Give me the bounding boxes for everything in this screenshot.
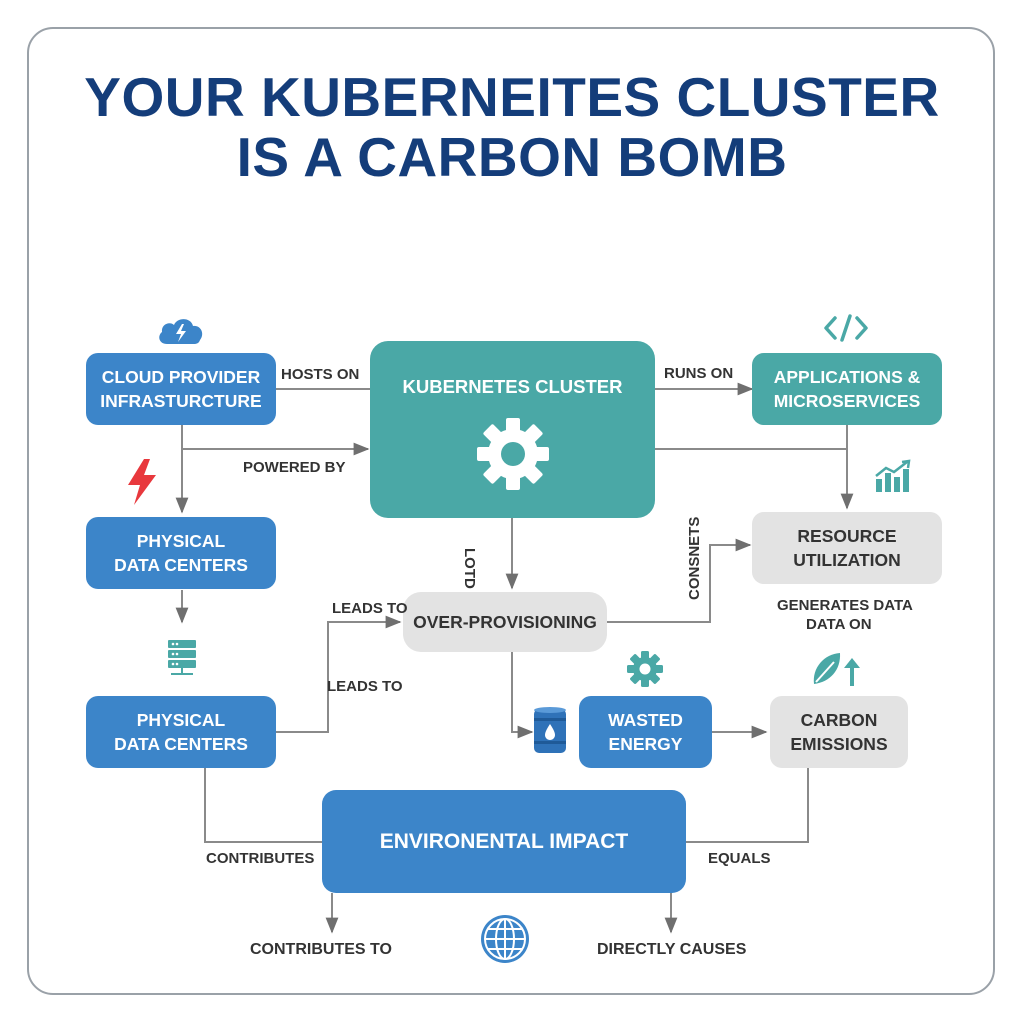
node-cloud-line1: CLOUD PROVIDER — [101, 367, 261, 387]
label-equals: EQUALS — [708, 850, 771, 867]
label-powered-by: POWERED BY — [243, 459, 346, 476]
node-physical-data-centers-2: PHYSICAL DATA CENTERS — [86, 696, 276, 768]
edge-phys2-overprov — [275, 615, 402, 733]
label-lotd: LOTD — [461, 548, 478, 589]
node-applications: APPLICATIONS & MICROSERVICES — [752, 353, 942, 425]
node-carbon-line1: CARBON — [800, 710, 878, 730]
node-phys1-line2: DATA CENTERS — [114, 555, 248, 575]
edge-phys2-impact — [204, 768, 322, 843]
label-generates-data: GENERATES DATA — [777, 597, 913, 614]
gear-small-icon — [627, 651, 663, 687]
leaf-arrow-icon — [813, 653, 860, 686]
node-apps-line2: MICROSERVICES — [773, 391, 921, 411]
node-cloud-provider: CLOUD PROVIDER INFRASTURCTURE — [86, 353, 276, 425]
node-resource-line2: UTILIZATION — [793, 550, 901, 570]
node-cloud-line2: INFRASTURCTURE — [100, 391, 262, 411]
oil-barrel-icon — [534, 707, 566, 753]
node-physical-data-centers-1: PHYSICAL DATA CENTERS — [86, 517, 276, 589]
node-wasted-energy: WASTED ENERGY — [579, 696, 712, 768]
cloud-bolt-icon — [159, 319, 203, 344]
node-apps-line1: APPLICATIONS & — [773, 367, 921, 387]
title-line-1: YOUR KUBERNEITES CLUSTER — [84, 66, 940, 128]
node-overprov-label: OVER-PROVISIONING — [413, 612, 597, 632]
edge-carbon-impact — [686, 768, 809, 843]
node-environmental-impact: ENVIRONENTAL IMPACT — [322, 790, 686, 893]
node-wasted-line1: WASTED — [608, 710, 683, 730]
node-resource-utilization: RESOURCE UTILIZATION — [752, 512, 942, 584]
label-contributes-to: CONTRIBUTES TO — [250, 941, 392, 958]
bar-chart-up-icon — [875, 459, 911, 492]
gear-icon — [476, 418, 549, 490]
node-wasted-line2: ENERGY — [608, 734, 683, 754]
lightning-icon — [128, 459, 156, 505]
node-resource-line1: RESOURCE — [797, 526, 897, 546]
title-line-2: IS A CARBON BOMB — [236, 126, 788, 188]
edge-powered-by — [181, 425, 370, 456]
node-carbon-emissions: CARBON EMISSIONS — [770, 696, 908, 768]
label-leads-to-1: LEADS TO — [332, 600, 408, 617]
label-contributes: CONTRIBUTES — [206, 850, 315, 867]
code-brackets-icon — [824, 314, 868, 342]
node-phys2-line1: PHYSICAL — [136, 710, 226, 730]
node-carbon-line2: EMISSIONS — [790, 734, 888, 754]
node-over-provisioning: OVER-PROVISIONING — [403, 592, 607, 652]
node-kubernetes-cluster: KUBERNETES CLUSTER — [370, 341, 655, 518]
node-phys2-line2: DATA CENTERS — [114, 734, 248, 754]
node-cluster-label: KUBERNETES CLUSTER — [402, 376, 623, 397]
label-leads-to-2: LEADS TO — [327, 678, 403, 695]
edge-overprov-wasted — [511, 652, 534, 739]
label-consnets: CONSNETS — [686, 516, 703, 600]
globe-icon — [481, 915, 529, 963]
label-data-on: DATA ON — [806, 616, 872, 633]
node-impact-label: ENVIRONENTAL IMPACT — [379, 829, 629, 853]
label-runs-on: RUNS ON — [664, 365, 734, 382]
edge-overprov-resource — [607, 538, 752, 623]
label-directly-causes: DIRECTLY CAUSES — [597, 941, 747, 958]
label-hosts-on: HOSTS ON — [281, 366, 360, 383]
server-rack-icon — [168, 640, 196, 675]
node-phys1-line1: PHYSICAL — [136, 531, 226, 551]
